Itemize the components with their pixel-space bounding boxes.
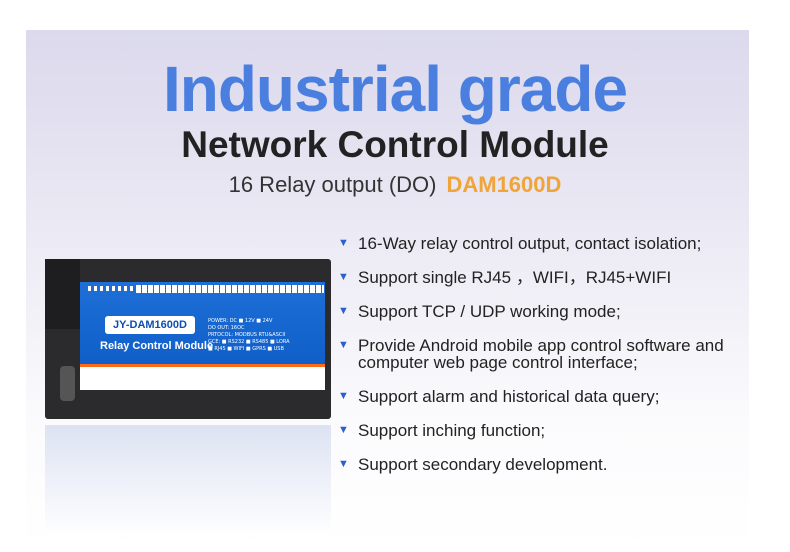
feature-text: Support secondary development. <box>358 455 608 474</box>
terminal-block <box>136 285 324 293</box>
feature-text: Support single RJ45 ，WIFI，RJ45+WIFI <box>358 268 672 287</box>
serial-port-icon <box>60 366 75 401</box>
device-image: JY-DAM1600D Relay Control Module POWER: … <box>45 259 331 419</box>
device-reflection <box>45 425 331 535</box>
feature-item: ▼ Support secondary development. <box>338 456 758 473</box>
device-name: Relay Control Module <box>100 340 214 352</box>
device-label: JY-DAM1600D <box>105 316 195 334</box>
spec-line: PRTOCOL: MODBUS RTU&ASCII <box>208 332 286 338</box>
spec-line: GCE: ■ RS232 ■ RS485 ■ LORA <box>208 339 290 345</box>
spec-line: ■ RJ45 ■ WIFI ■ GPRS ■ USB <box>208 346 284 352</box>
model-name: DAM1600D <box>446 172 562 197</box>
double-chevron-down-icon: ▼ <box>338 424 349 436</box>
device-specs: POWER: DC ■ 12V ■ 24V DO OUT: 16OC PRTOC… <box>208 318 290 353</box>
headline: Industrial grade <box>162 53 628 125</box>
feature-text: Support inching function; <box>358 421 546 440</box>
double-chevron-down-icon: ▼ <box>338 305 349 317</box>
device-mount <box>45 259 80 329</box>
double-chevron-down-icon: ▼ <box>338 339 349 351</box>
double-chevron-down-icon: ▼ <box>338 390 349 402</box>
led-indicators <box>88 286 136 291</box>
subheadline: Network Control Module <box>181 124 609 165</box>
double-chevron-down-icon: ▼ <box>338 237 349 249</box>
feature-item: ▼ Support inching function; <box>338 422 758 439</box>
feature-item: ▼ 16-Way relay control output, contact is… <box>338 235 758 252</box>
double-chevron-down-icon: ▼ <box>338 271 349 283</box>
lower-terminal-strip <box>80 364 325 390</box>
feature-text: Support alarm and historical data query; <box>358 387 660 406</box>
spec-line: POWER: DC ■ 12V ■ 24V <box>208 318 273 324</box>
feature-text: 16-Way relay control output, contact iso… <box>358 234 702 253</box>
feature-item: ▼ Support single RJ45 ，WIFI，RJ45+WIFI <box>338 269 758 286</box>
spec-line: DO OUT: 16OC <box>208 325 245 331</box>
feature-text: Support TCP / UDP working mode; <box>358 302 621 321</box>
feature-item: ▼ Provide Android mobile app control soft… <box>338 337 758 371</box>
feature-list: ▼ 16-Way relay control output, contact is… <box>338 235 758 490</box>
model-line: 16 Relay output (DO) DAM1600D <box>0 172 790 198</box>
feature-item: ▼ Support TCP / UDP working mode; <box>338 303 758 320</box>
double-chevron-down-icon: ▼ <box>338 458 349 470</box>
device-front-panel: JY-DAM1600D Relay Control Module POWER: … <box>80 282 325 390</box>
model-description: 16 Relay output (DO) <box>228 172 437 197</box>
feature-text: Provide Android mobile app control softw… <box>358 336 724 372</box>
feature-item: ▼ Support alarm and historical data query… <box>338 388 758 405</box>
